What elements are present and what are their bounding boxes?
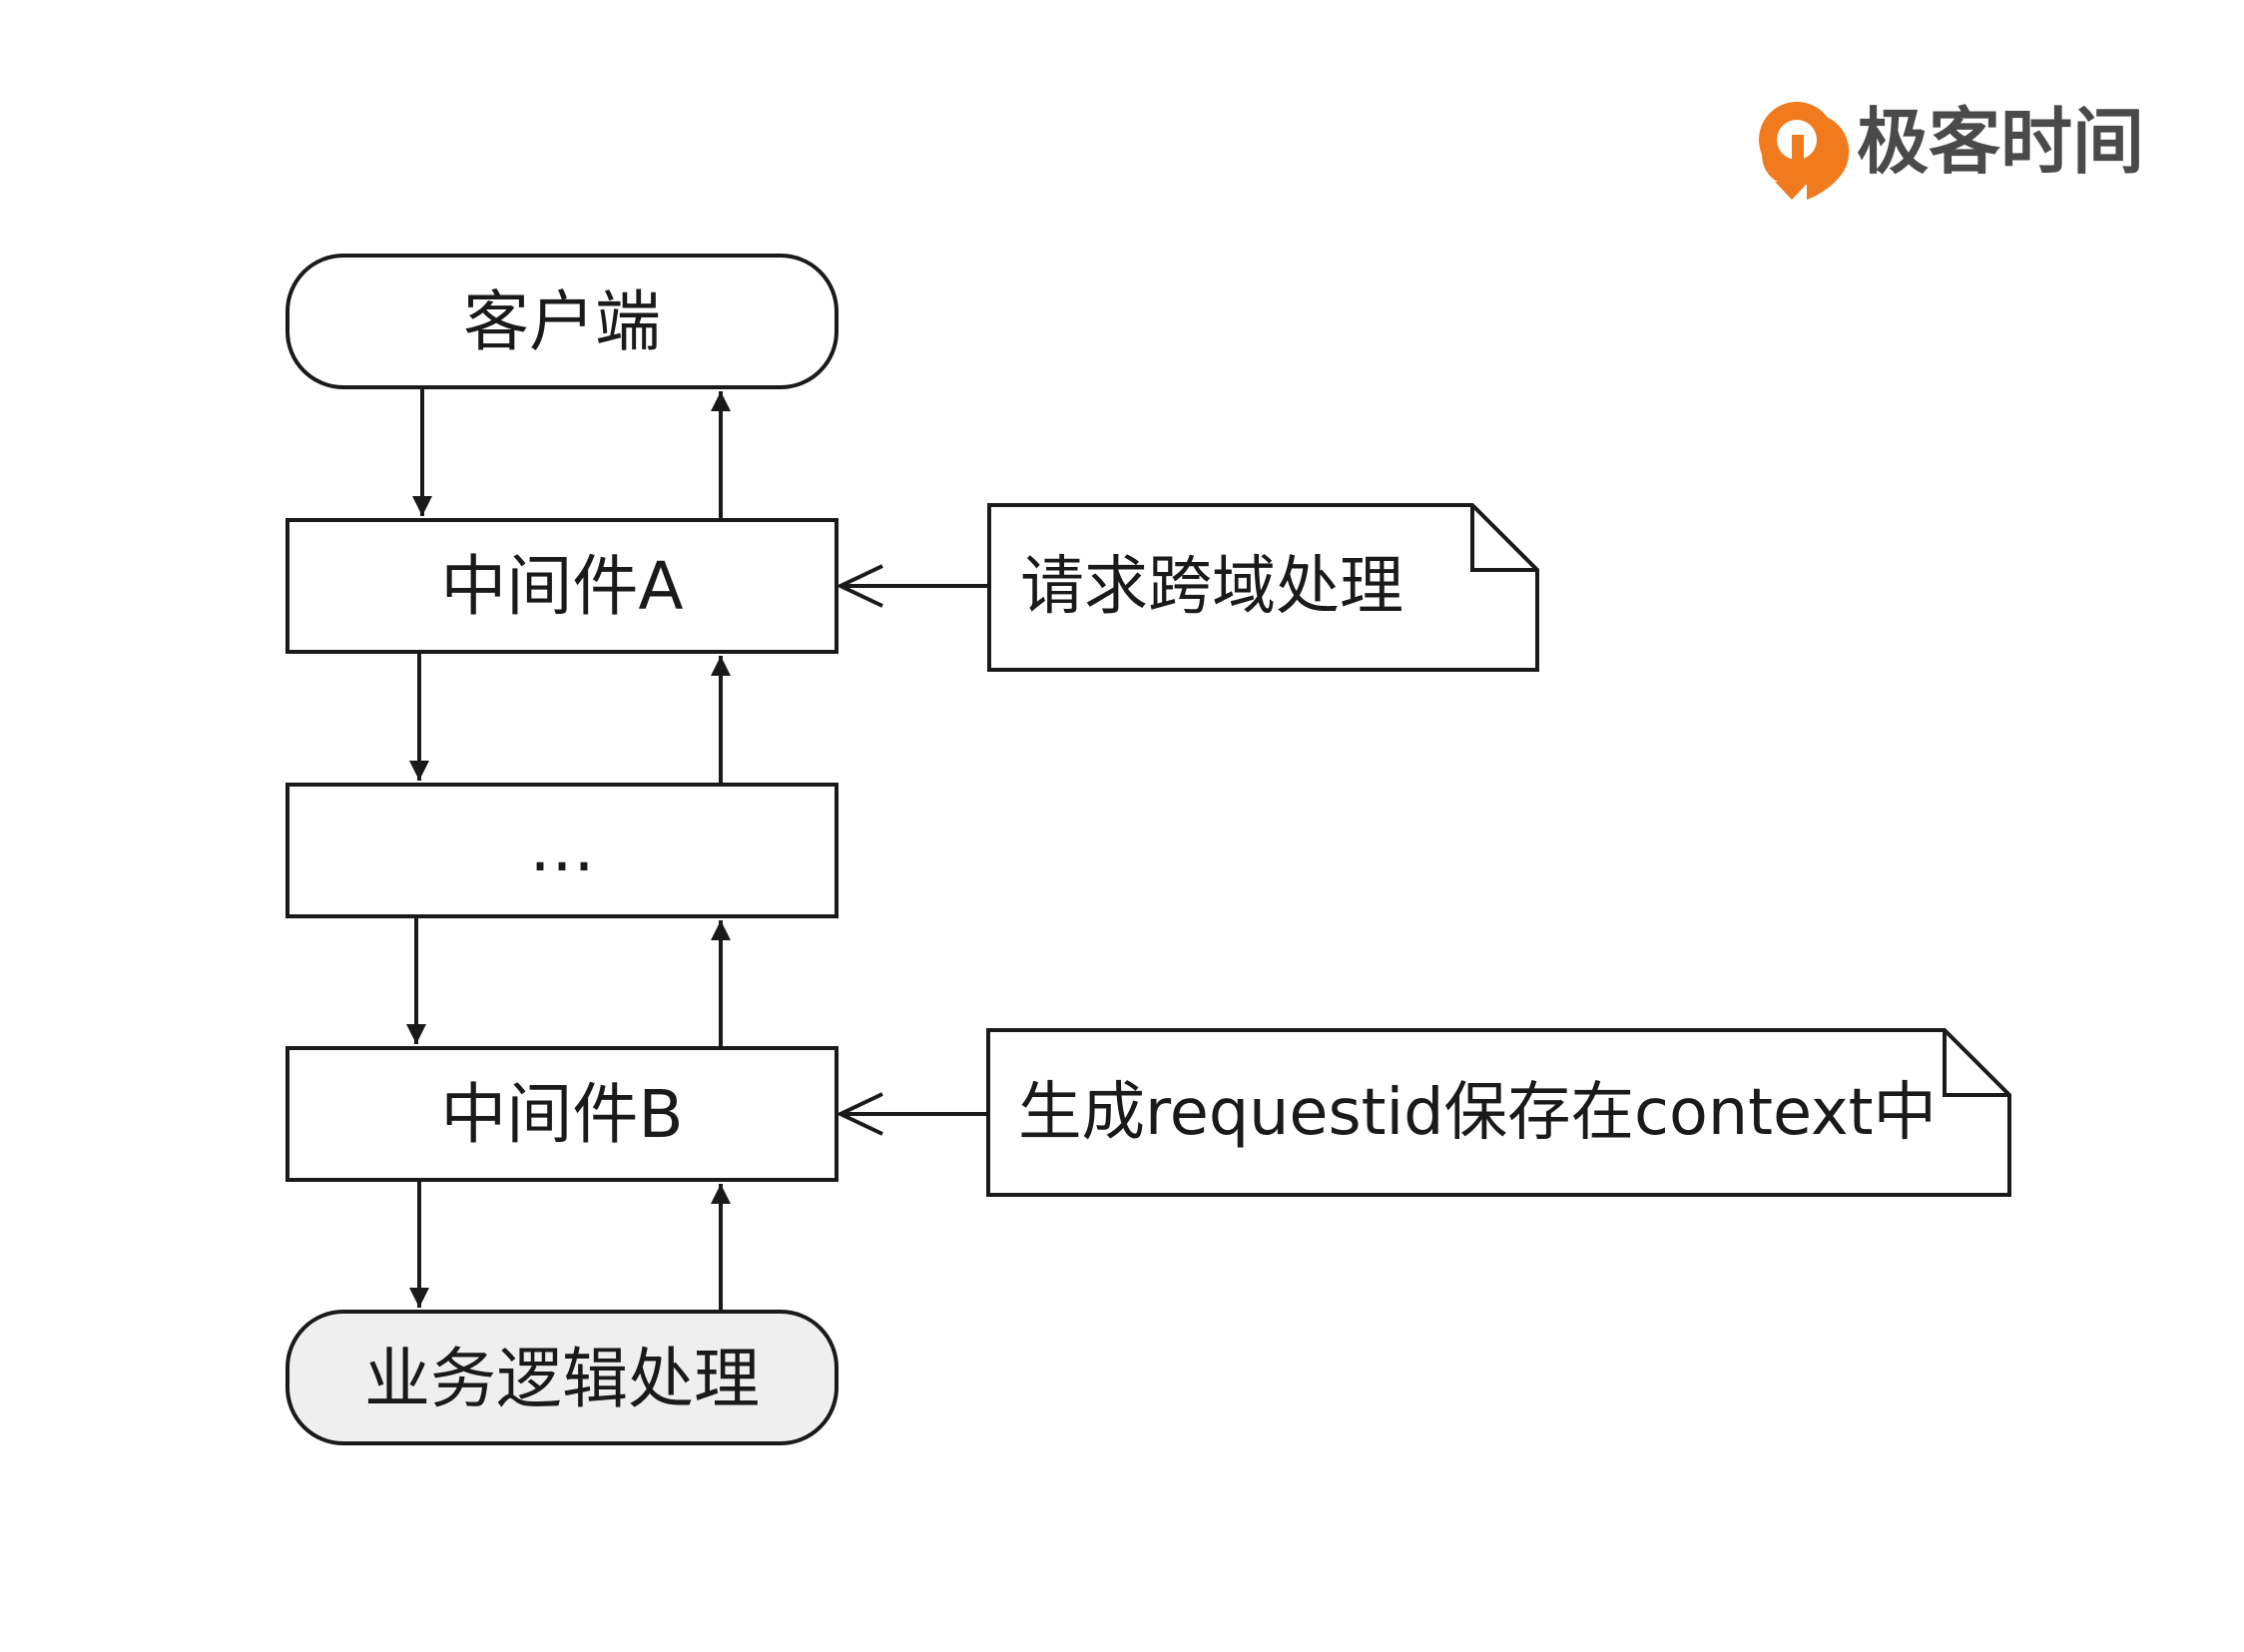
open-arrow-icon [836,1092,883,1136]
brand-logo: 极客时间 [1759,100,2144,200]
node-ellipsis: … [285,783,839,918]
node-client-label: 客户端 [463,283,661,360]
node-middleware-b: 中间件B [285,1046,839,1182]
note-cors: 请求跨域处理 [987,503,1539,672]
connector-cors-to-a [836,564,989,608]
note-requestid-text: 生成requestid保存在context中 [1018,1076,1937,1150]
geektime-logo-icon [1759,102,1850,200]
logo-text: 极客时间 [1857,100,2144,184]
connector-requestid-to-b [836,1092,988,1136]
node-business-logic-label: 业务逻辑处理 [364,1341,760,1417]
node-business-logic: 业务逻辑处理 [285,1310,839,1445]
open-arrow-icon [836,564,883,608]
node-middleware-a: 中间件A [285,518,839,654]
note-requestid: 生成requestid保存在context中 [986,1028,2011,1197]
node-client: 客户端 [285,254,839,389]
request-arrows-down [406,387,432,1308]
note-cors-text: 请求跨域处理 [1020,550,1403,624]
node-middleware-b-label: 中间件B [440,1076,683,1153]
node-middleware-a-label: 中间件A [440,548,683,625]
node-ellipsis-label: … [529,810,595,886]
